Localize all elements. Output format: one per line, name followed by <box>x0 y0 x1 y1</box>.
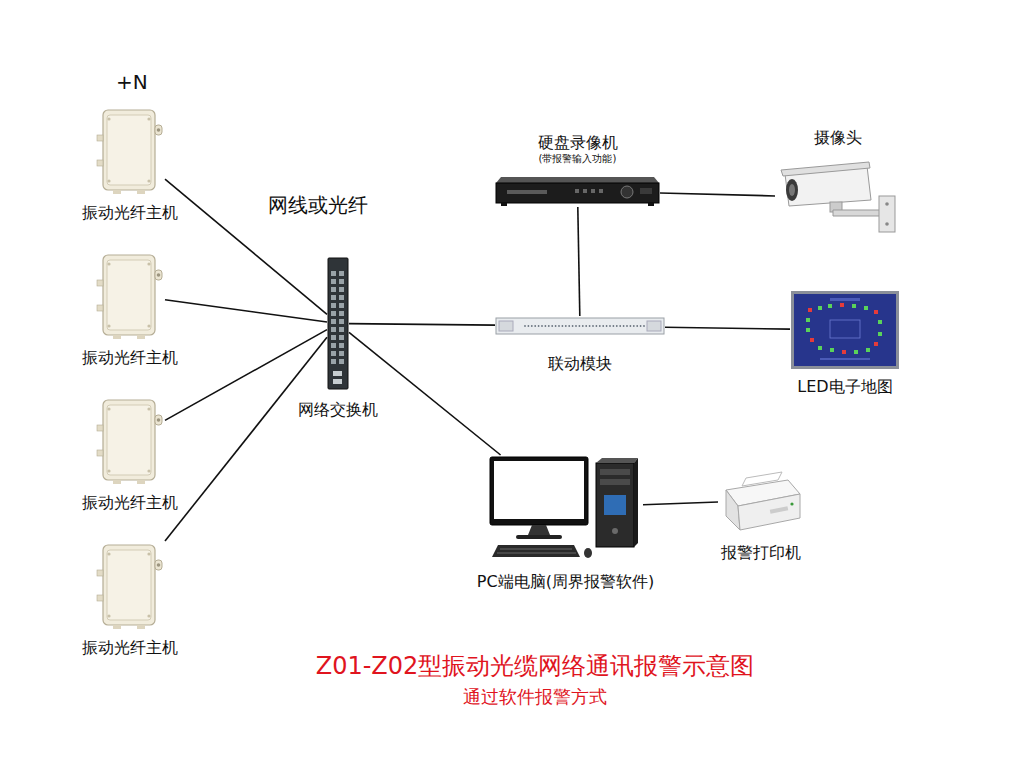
device-picture <box>95 540 165 630</box>
device-label-group: 振动光纤主机 <box>82 348 178 368</box>
device-label-group: 联动模块 <box>548 354 612 374</box>
device-label-group: LED电子地图 <box>797 377 892 397</box>
device-label: 网络交换机 <box>298 400 378 420</box>
device-node: 振动光纤主机 <box>95 105 165 195</box>
device-label: 硬盘录像机 <box>538 133 618 153</box>
device-node: 联动模块 <box>495 316 665 336</box>
device-label: 摄像头 <box>814 128 862 148</box>
device-label: 振动光纤主机 <box>82 348 178 368</box>
device-picture <box>718 468 803 533</box>
device-label: PC端电脑(周界报警软件) <box>477 572 654 592</box>
device-label-group: 网络交换机 <box>298 400 378 420</box>
cable-label: 网线或光纤 <box>266 192 370 219</box>
cable-line <box>165 337 327 541</box>
device-label-group: PC端电脑(周界报警软件) <box>477 572 654 592</box>
device-node: 振动光纤主机 <box>95 540 165 630</box>
device-picture <box>495 316 665 336</box>
count-label: +N <box>116 70 148 94</box>
device-label-group: 振动光纤主机 <box>82 203 178 223</box>
device-picture <box>95 250 165 340</box>
device-node: 硬盘录像机(带报警输入功能) <box>495 175 660 207</box>
device-picture <box>95 105 165 195</box>
device-node: LED电子地图 <box>790 290 900 370</box>
device-note: (带报警输入功能) <box>538 153 618 166</box>
device-node: PC端电脑(周界报警软件) <box>488 455 643 560</box>
device-picture <box>775 160 900 235</box>
device-picture <box>95 395 165 485</box>
cable-line <box>643 502 718 505</box>
device-node: 报警打印机 <box>718 468 803 533</box>
cable-line <box>578 207 580 316</box>
diagram-caption: 通过软件报警方式 <box>463 685 607 709</box>
device-picture <box>495 175 660 207</box>
device-label: 报警打印机 <box>721 543 801 563</box>
device-node: 摄像头 <box>775 160 900 235</box>
device-picture <box>790 290 900 370</box>
device-picture <box>327 257 349 390</box>
diagram-title: Z01-Z02型振动光缆网络通讯报警示意图 <box>316 650 755 682</box>
device-label: 振动光纤主机 <box>82 638 178 658</box>
device-node: 振动光纤主机 <box>95 395 165 485</box>
device-label-group: 报警打印机 <box>721 543 801 563</box>
device-label-group: 摄像头 <box>814 128 862 148</box>
device-label-group: 振动光纤主机 <box>82 638 178 658</box>
device-label: 振动光纤主机 <box>82 493 178 513</box>
device-label: LED电子地图 <box>797 377 892 397</box>
cable-line <box>665 327 790 329</box>
device-node: 网络交换机 <box>327 257 349 390</box>
cable-line <box>165 300 327 322</box>
device-node: 振动光纤主机 <box>95 250 165 340</box>
cable-line <box>349 332 501 455</box>
cable-line <box>660 193 775 196</box>
device-label: 振动光纤主机 <box>82 203 178 223</box>
device-picture <box>488 455 643 560</box>
device-label-group: 硬盘录像机(带报警输入功能) <box>538 133 618 166</box>
device-label-group: 振动光纤主机 <box>82 493 178 513</box>
device-label: 联动模块 <box>548 354 612 374</box>
cable-line <box>349 324 495 326</box>
